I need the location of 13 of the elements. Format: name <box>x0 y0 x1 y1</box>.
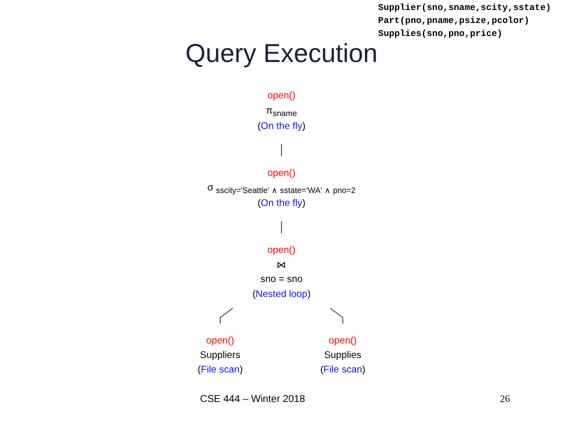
title: Query Execution <box>184 38 379 69</box>
node-text: open() π$_{sname}$ (On the fly) <box>258 90 306 132</box>
connector <box>220 308 234 324</box>
page-number: 26 <box>500 394 510 405</box>
node-text: open() σ $_{sscity='Seattle' ∧ sstate='WA' ∧ pno=2}$ (On the fly) <box>207 167 356 209</box>
connector <box>330 308 344 324</box>
footer-text: CSE 444 – Winter 2018 <box>200 394 306 405</box>
schema-text: Supplier(sno,sname,scity,sstate) <box>378 2 551 15</box>
schema-text: Part(pno,pname,psize,pcolor) <box>378 15 530 28</box>
node-text: open() Suppliers (File scan) <box>198 334 243 375</box>
node-text: open() Supplies (File scan) <box>320 334 366 375</box>
node-text: open() ⋈ sno = sno (Nested loop) <box>252 244 311 300</box>
schema-text: Supplies(sno,pno,price) <box>378 28 504 41</box>
